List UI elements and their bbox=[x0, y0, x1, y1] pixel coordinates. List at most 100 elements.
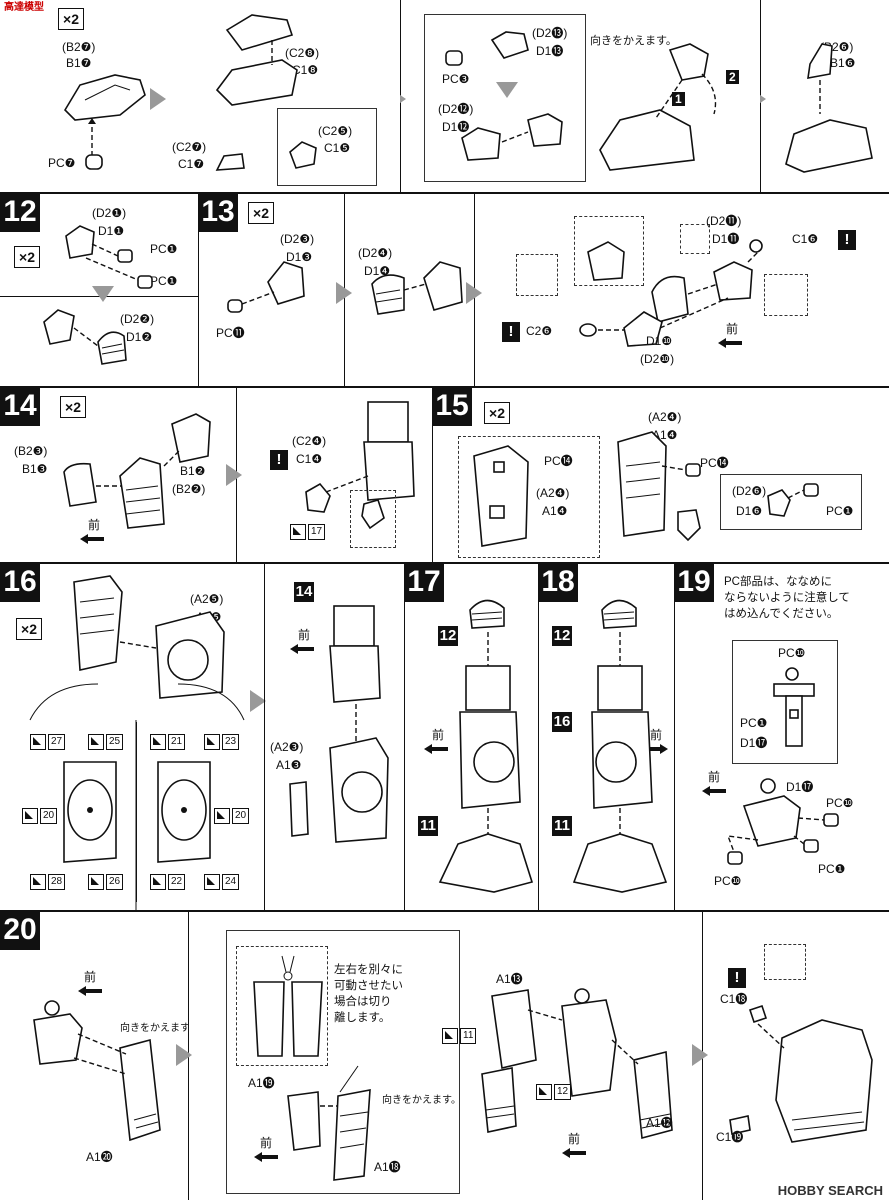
step-18: 18 12 16 前 11 bbox=[538, 562, 675, 910]
sticker-number: 20 bbox=[40, 808, 58, 824]
leg-upper-drawing bbox=[305, 401, 415, 513]
label: (B2❸) bbox=[14, 444, 48, 458]
label: PC❿ bbox=[714, 874, 742, 888]
front-arrow bbox=[254, 1152, 278, 1162]
sticker-icon bbox=[30, 734, 46, 750]
label: (D2❷) bbox=[120, 312, 155, 326]
label: PC❶ bbox=[740, 716, 768, 730]
step-16-multiplier: ×2 bbox=[16, 618, 42, 640]
detail-box bbox=[574, 216, 644, 286]
front-arrow bbox=[424, 744, 448, 754]
part-d1-6-detached bbox=[677, 509, 701, 542]
part-d1-3-drawing bbox=[227, 261, 305, 313]
front-label: 前 bbox=[298, 628, 311, 642]
detail-box bbox=[764, 944, 806, 980]
label: D1❻ bbox=[736, 504, 763, 518]
label: (C2❼) bbox=[172, 140, 207, 154]
step-number: 19 bbox=[674, 562, 714, 602]
part-detail-drawing bbox=[361, 499, 385, 530]
front-label: 前 bbox=[432, 728, 445, 742]
detail-box bbox=[764, 274, 808, 316]
sticker-22: 22 bbox=[150, 874, 186, 890]
arrow-2: 2 bbox=[726, 70, 739, 84]
step-14: 14 ×2 (B2❸) B1❸ B1❷ (B2❷) 前 (C2❹) ! C1❹ bbox=[0, 386, 433, 562]
step-14-15-row: 14 ×2 (B2❸) B1❸ B1❷ (B2❷) 前 (C2❹) ! C1❹ bbox=[0, 386, 889, 564]
label: A1⓲ bbox=[374, 1160, 401, 1174]
skirt-cut-drawing bbox=[253, 955, 323, 1057]
assembly-drawing bbox=[599, 43, 717, 171]
label: PC❶ bbox=[818, 862, 846, 876]
sticker-11: 11 bbox=[442, 1028, 477, 1044]
step-11-panel-3: (D2⓭) D1⓭ PC❸ (D2⓬) D1⓬ 向きをかえます。 1 2 bbox=[400, 0, 761, 192]
part-b1-7-drawing bbox=[63, 74, 146, 121]
step-20-note: 左右を別々に 可動させたい 場合は切り 離します。 bbox=[334, 964, 403, 1024]
sticker-icon bbox=[150, 734, 166, 750]
label: PC❿ bbox=[778, 646, 806, 660]
step-arrow bbox=[496, 82, 518, 98]
front-arrow bbox=[644, 744, 668, 754]
sub-panel-1: (D2❸) D1❸ PC⓫ bbox=[198, 192, 345, 386]
step-15-multiplier: ×2 bbox=[484, 402, 510, 424]
sub-assembly-box bbox=[277, 108, 377, 186]
sticker-number: 24 bbox=[222, 874, 240, 890]
step-12-multiplier: ×2 bbox=[14, 246, 40, 268]
label: C1❽ bbox=[292, 63, 319, 77]
warning-icon: ! bbox=[838, 230, 856, 250]
part-a1-4-inside-drawing bbox=[473, 445, 529, 547]
label: PC❶ bbox=[150, 242, 178, 256]
label: PC❶ bbox=[150, 274, 178, 288]
leg-assembly-16-drawing bbox=[289, 605, 389, 843]
sticker-number: 17 bbox=[308, 524, 326, 540]
step-20-panel-1: 前 向きをかえます。 A1⓴ bbox=[0, 910, 189, 1200]
step-13: 13 ×2 (D2❸) D1❸ PC⓫ (D2❹) D1❹ bbox=[198, 192, 889, 386]
label: D1⓬ bbox=[442, 120, 470, 134]
label: A1❹ bbox=[542, 504, 568, 518]
front-arrow bbox=[80, 534, 104, 544]
skirt-front-drawing bbox=[33, 1000, 161, 1142]
label: PC⓮ bbox=[700, 456, 729, 470]
part-c1-7-drawing bbox=[215, 153, 245, 171]
label: (D2❻) bbox=[732, 484, 767, 498]
sticker-icon bbox=[536, 1084, 552, 1100]
pc-part-drawing bbox=[445, 50, 463, 66]
label: B1❸ bbox=[22, 462, 48, 476]
label: (D2❶) bbox=[92, 206, 127, 220]
label: PC⓫ bbox=[216, 326, 245, 340]
part-c1-5-drawing bbox=[289, 141, 317, 169]
label: A1⓭ bbox=[496, 972, 523, 986]
sub-panel-2: (D2❹) D1❹ bbox=[344, 192, 475, 386]
detail-box bbox=[350, 490, 396, 548]
step-arrow bbox=[250, 690, 266, 712]
label: (C2❺) bbox=[318, 124, 353, 138]
sticker-icon bbox=[442, 1028, 458, 1044]
label: (D2⓬) bbox=[438, 102, 474, 116]
waist-assembly-drawing bbox=[729, 1004, 873, 1143]
front-arrow bbox=[702, 786, 726, 796]
pc-part-drawing bbox=[85, 154, 103, 170]
label: (D2❿) bbox=[640, 352, 675, 366]
label: D1⓫ bbox=[712, 232, 740, 246]
label: B1❻ bbox=[830, 56, 856, 70]
label: C1⓳ bbox=[716, 1130, 744, 1144]
front-label: 前 bbox=[568, 1132, 581, 1146]
sticker-number: 25 bbox=[106, 734, 124, 750]
sticker-number: 11 bbox=[460, 1028, 477, 1044]
sticker-number: 22 bbox=[168, 874, 186, 890]
label: D1❷ bbox=[126, 330, 153, 344]
sticker-placement-left bbox=[63, 761, 117, 863]
d1-17-assembly-drawing bbox=[726, 778, 839, 865]
label: A1⓴ bbox=[86, 1150, 113, 1164]
label: PC❿ bbox=[826, 796, 854, 810]
skirt-side-drawing bbox=[287, 1089, 371, 1181]
front-label: 前 bbox=[260, 1136, 273, 1150]
d1-17-detail-drawing bbox=[773, 667, 815, 747]
sticker-placement-right bbox=[157, 761, 211, 863]
sticker-20-right: 20 bbox=[214, 808, 250, 824]
step-20-panel-2: 左右を別々に 可動させたい 場合は切り 離します。 A1⓳ 前 A1⓲ A1⓭ … bbox=[188, 910, 703, 1200]
label: C1❹ bbox=[296, 452, 323, 466]
front-label: 前 bbox=[708, 770, 721, 784]
label: (B2❷) bbox=[172, 482, 206, 496]
sticker-number: 20 bbox=[232, 808, 250, 824]
label: D1❶ bbox=[98, 224, 125, 238]
sticker-number: 23 bbox=[222, 734, 240, 750]
